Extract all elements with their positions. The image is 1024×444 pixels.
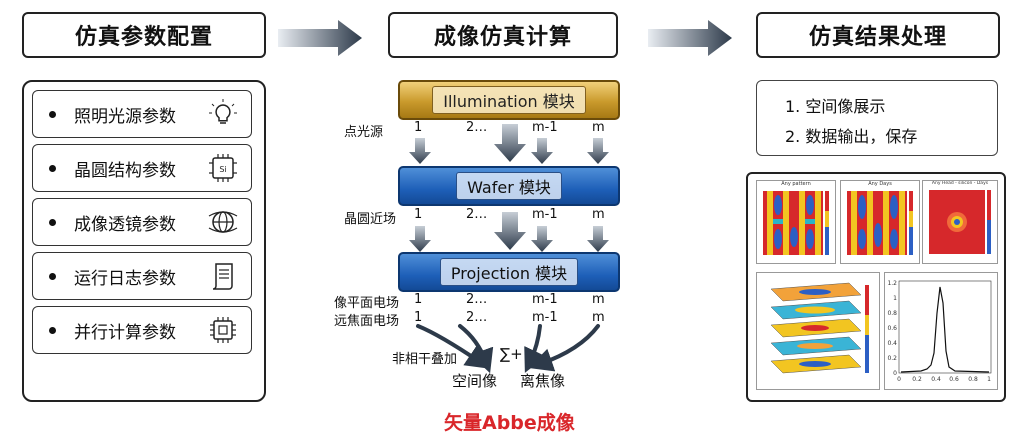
defocus-image-label: 离焦像	[520, 372, 566, 390]
index-2: 2…	[466, 207, 488, 222]
index-m: m	[592, 207, 605, 222]
stack-layers	[770, 282, 862, 374]
param-label: 并行计算参数	[74, 322, 176, 343]
bullet	[49, 272, 56, 280]
lens-globe-icon	[208, 211, 238, 233]
x-tick: 0.6	[949, 376, 959, 383]
processing-list: 1. 空间像展示 2. 数据输出，保存	[756, 80, 998, 156]
param-item-parallel[interactable]: 并行计算参数	[32, 306, 252, 354]
x-tick: 0.2	[912, 376, 922, 383]
param-item-illumination[interactable]: 照明光源参数	[32, 90, 252, 138]
lightbulb-icon	[209, 99, 237, 124]
row-label-point-source: 点光源	[344, 125, 384, 140]
param-item-log[interactable]: 运行日志参数	[32, 252, 252, 300]
index-1: 1	[414, 120, 423, 135]
scroll-log-icon	[212, 263, 233, 290]
index-1: 1	[414, 292, 423, 307]
flow-arrow-1	[278, 20, 362, 56]
wafer-label: Wafer 模块	[456, 172, 562, 200]
param-label: 运行日志参数	[74, 268, 176, 289]
index-m-1: m-1	[532, 310, 558, 325]
illumination-label: Illumination 模块	[432, 86, 586, 114]
x-tick: 0.8	[968, 376, 978, 383]
index-m: m	[592, 310, 605, 325]
arrows-to-projection	[409, 212, 609, 252]
x-tick: 0.4	[931, 376, 941, 383]
row-label-image-plane: 像平面电场	[334, 296, 400, 311]
x-tick: 0	[897, 376, 901, 383]
index-m-1: m-1	[532, 207, 558, 222]
y-tick: 0.6	[887, 325, 897, 332]
bullet	[49, 110, 56, 118]
si-chip-icon: Si	[209, 154, 237, 182]
header-process: 仿真结果处理	[756, 12, 1000, 58]
focus-spot-map	[929, 190, 991, 254]
y-tick: 0.8	[887, 310, 897, 317]
profile-plot: 1.2 1 0.8 0.6 0.4 0.2 0 0 0.2 0.4 0.6 0.…	[884, 272, 998, 390]
index-2: 2…	[466, 310, 488, 325]
method-title: 矢量Abbe成像	[444, 412, 575, 434]
row-label-far-focus: 远焦面电场	[334, 314, 400, 329]
param-label: 晶圆结构参数	[74, 160, 176, 181]
illumination-module[interactable]: Illumination 模块	[398, 80, 620, 120]
wafer-module[interactable]: Wafer 模块	[398, 166, 620, 206]
aerial-image-label: 空间像	[452, 372, 498, 390]
bullet	[49, 218, 56, 226]
index-m: m	[592, 292, 605, 307]
y-tick: 0	[893, 370, 897, 377]
header-compute: 成像仿真计算	[388, 12, 618, 58]
arrows-to-wafer	[409, 124, 609, 164]
thumb-1: Any pattern	[756, 180, 836, 264]
processing-item-2[interactable]: 2. 数据输出，保存	[785, 127, 918, 146]
flow-arrow-2	[648, 20, 732, 56]
y-tick: 1.2	[887, 280, 897, 287]
index-2: 2…	[466, 292, 488, 307]
param-panel	[22, 80, 266, 402]
row-label-wafer-near: 晶圆近场	[344, 212, 397, 227]
thumb-title: Any Head - silicon - Days	[931, 181, 989, 186]
pipeline-arrows	[409, 124, 609, 374]
processing-item-1[interactable]: 1. 空间像展示	[785, 97, 886, 116]
index-1: 1	[414, 310, 423, 325]
index-2: 2…	[466, 120, 488, 135]
param-label: 成像透镜参数	[74, 214, 176, 235]
header-config: 仿真参数配置	[22, 12, 266, 58]
bullet	[49, 164, 56, 172]
y-tick: 1	[893, 295, 897, 302]
cpu-chip-icon	[210, 317, 236, 343]
param-label: 照明光源参数	[74, 106, 176, 127]
thumb-2: Any Days	[840, 180, 920, 264]
profile-curve	[900, 286, 990, 373]
param-item-lens[interactable]: 成像透镜参数	[32, 198, 252, 246]
incoherent-sum-label: 非相干叠加	[392, 352, 458, 367]
index-1: 1	[414, 207, 423, 222]
pattern-map	[847, 191, 913, 255]
svg-text:Si: Si	[219, 165, 226, 174]
bullet	[49, 326, 56, 334]
thumb-title: Any pattern	[781, 181, 811, 187]
thumb-title: Any Days	[868, 181, 892, 187]
incoherent-sum-curves	[416, 324, 600, 374]
index-m-1: m-1	[532, 120, 558, 135]
stack-plot-3d	[756, 272, 880, 390]
projection-label: Projection 模块	[439, 258, 579, 286]
x-tick: 1	[987, 376, 991, 383]
thumb-3: Any Head - silicon - Days	[922, 180, 998, 264]
sum-symbol: ∑+	[500, 345, 523, 363]
pattern-map	[763, 191, 829, 255]
index-m: m	[592, 120, 605, 135]
index-m-1: m-1	[532, 292, 558, 307]
y-tick: 0.2	[887, 355, 897, 362]
param-item-wafer[interactable]: 晶圆结构参数 Si	[32, 144, 252, 192]
projection-module[interactable]: Projection 模块	[398, 252, 620, 292]
y-tick: 0.4	[887, 340, 897, 347]
